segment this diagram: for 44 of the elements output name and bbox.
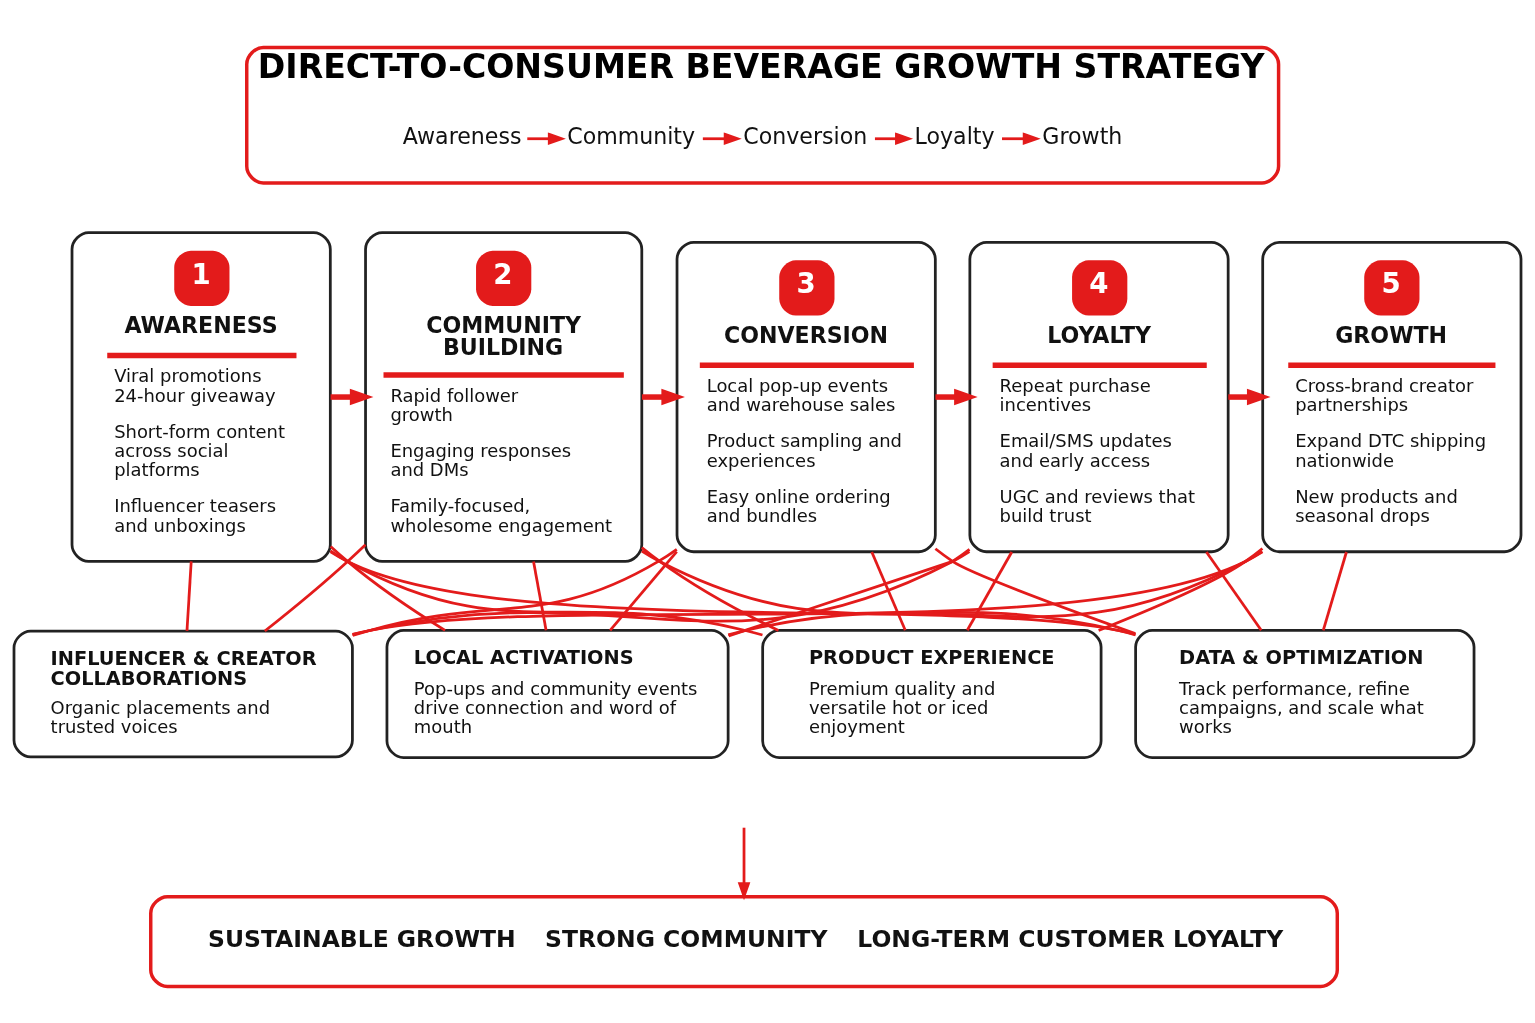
node-box: DATA & OPTIMIZATION Track performance, refine campaigns, and scale what works <box>1134 629 1476 759</box>
arrow <box>330 388 374 406</box>
node-box: INFLUENCER & CREATOR COLLABORATIONS Organic placements and trusted voices <box>12 629 354 759</box>
connector <box>352 548 678 637</box>
connector <box>870 551 907 631</box>
node-text: Awareness <box>402 122 522 149</box>
connector <box>352 550 971 636</box>
arrow <box>935 388 978 406</box>
node-text: Community <box>567 122 696 149</box>
arrow <box>1228 388 1271 406</box>
connector <box>609 550 678 632</box>
connector <box>329 550 1136 636</box>
arrow <box>874 132 914 146</box>
connector <box>1098 547 1264 632</box>
connector <box>352 550 1264 636</box>
node-box: PRODUCT EXPERIENCE Premium quality and versatile hot or iced enjoyment <box>761 629 1103 759</box>
node-box: 5 GROWTH Cross-brand creator partnerships Expand DTC shipping nationwide New products and seasonal drops <box>1261 240 1523 554</box>
connector <box>1321 551 1348 631</box>
connector <box>640 546 780 632</box>
arrow <box>1002 132 1041 146</box>
node-text: Growth <box>1042 122 1123 149</box>
connector <box>532 561 548 631</box>
node-box: 1 AWARENESS Viral promotions 24-hour giveaway Short-form content across social platforms Influencer teasers and unboxings <box>70 231 332 563</box>
node-box: 4 LOYALTY Repeat purchase incentives Email/SMS updates and early access UGC and reviews that build trust <box>968 240 1230 554</box>
connector <box>263 543 367 633</box>
node-text: Conversion <box>743 122 868 149</box>
connector <box>728 548 971 638</box>
node-text: Loyalty <box>914 122 995 149</box>
connector <box>329 549 763 637</box>
arrow <box>527 132 566 146</box>
arrow <box>737 827 751 901</box>
connector <box>329 545 446 632</box>
arrow <box>641 388 685 406</box>
node-box: SUSTAINABLE GROWTH STRONG COMMUNITY LONG-TERM CUSTOMER LOYALTY <box>149 894 1339 989</box>
node-box: 2 COMMUNITY BUILDING Rapid follower growth Engaging responses and DMs Family-focused, wholesome engagement <box>364 231 644 563</box>
connector <box>934 547 1136 635</box>
connector <box>966 551 1013 631</box>
connector <box>641 549 1136 637</box>
node-box: LOCAL ACTIVATIONS Pop-ups and community events drive connection and word of mouth <box>385 629 730 759</box>
connector <box>1205 551 1263 632</box>
node-box: 3 CONVERSION Local pop-up events and warehouse sales Product sampling and experiences Easy online ordering and bundles <box>675 240 937 554</box>
arrow <box>702 132 742 146</box>
connector <box>727 550 1263 637</box>
connector <box>185 561 193 631</box>
